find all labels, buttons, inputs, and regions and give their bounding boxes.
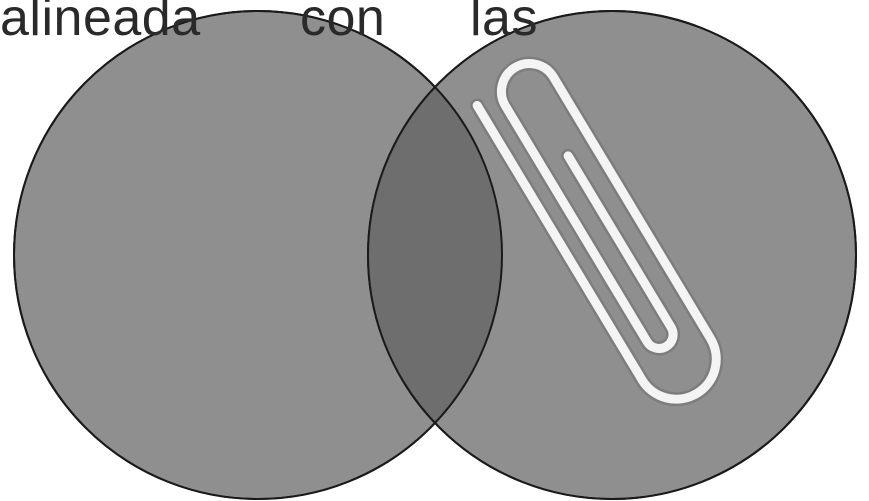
text-word: las bbox=[470, 0, 538, 48]
text-word: alineada bbox=[0, 0, 201, 48]
text-word: con bbox=[300, 0, 385, 48]
body-text-line: alineada con las bbox=[0, 0, 869, 48]
